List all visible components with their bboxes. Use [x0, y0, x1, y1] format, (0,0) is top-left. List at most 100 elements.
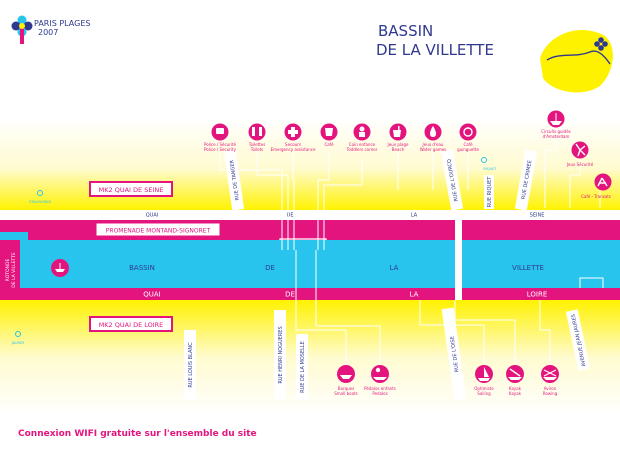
station-top-left-label: STALINGRAD — [29, 200, 51, 204]
service-label-1: Pédalos enfants — [364, 386, 396, 391]
service-guided-boat: Circuits guidés d'Amsterdam — [541, 110, 571, 139]
service-label-1: Toilettes — [248, 142, 266, 147]
quai-de-loire-road — [0, 288, 455, 300]
road-label-de-seine: DE — [286, 213, 293, 219]
mk2-loire-banner — [89, 316, 173, 332]
service-police: Police / Sécurité Police / Security — [204, 123, 237, 152]
service-baby: Coin enfance Toddlers corner — [346, 123, 378, 152]
service-label-1: Jeux plage — [387, 142, 409, 147]
quai-de-loire-road-right — [462, 288, 620, 300]
kayak-icon — [506, 365, 524, 383]
metro-icon — [37, 190, 43, 196]
quai-de-seine-labels: QUAI DE LA SEINE — [146, 213, 545, 219]
street-rue-louis-blanc: RUE LOUIS BLANC — [188, 342, 194, 388]
streets: RUE DE TANGER RUE DE L'OURCQ RUE DE CRIM… — [184, 149, 591, 401]
service-label-2: guinguette — [457, 147, 479, 152]
promenade-banner — [95, 222, 221, 237]
rowing-icon — [541, 365, 559, 383]
service-transats: Café - Transats — [581, 173, 612, 199]
top-connectors — [219, 152, 469, 250]
service-sailing: Optimiste Sailing — [474, 365, 494, 396]
service-label-1: Jeux d'eau — [422, 142, 444, 147]
service-label-2: Police / Security — [204, 147, 237, 152]
right-services: Circuits guidés d'Amsterdam Jeux Sécurit… — [541, 110, 612, 199]
service-cafe: Café — [320, 123, 338, 147]
street-rue-riquet: RUE RIQUET — [487, 176, 493, 208]
service-water: Jeux d'eau Water games — [420, 123, 447, 152]
promenade-banner-text: PROMENADE MONTAND-SIGNORET — [106, 228, 211, 235]
logo: PARIS PLAGES 2007 — [11, 15, 90, 44]
road-label-quai-loire: QUAI — [143, 291, 161, 299]
service-label-1: Café - Transats — [581, 194, 611, 199]
service-windmill: Jeux Sécurité — [566, 141, 594, 167]
rotonde-label-line1: ROTONDE — [5, 259, 11, 282]
logo-line2: 2007 — [38, 28, 58, 37]
service-label-1: Jeux Sécurité — [566, 162, 594, 167]
metro-icon — [481, 157, 487, 163]
service-label-1: Optimiste — [474, 386, 494, 391]
road-label-loire: LOIRE — [527, 291, 548, 299]
quai-de-loire-labels: QUAI DE LA LOIRE — [143, 291, 547, 299]
street-rue-de-la-moselle: RUE DE LA MOSELLE — [300, 341, 306, 393]
service-label-2: Toilets — [250, 147, 264, 152]
flower-logo-icon — [11, 15, 33, 44]
service-label-1: Café — [463, 142, 473, 147]
service-cafe-games: Café guinguette — [457, 123, 479, 152]
basin-word-3: LA — [390, 264, 399, 272]
street-rue-de-tanger: RUE DE TANGER — [229, 159, 241, 201]
location-flower-icon — [594, 37, 608, 51]
logo-line1: PARIS PLAGES — [34, 19, 90, 28]
rotonde-label-line2: DE LA VILLETTE — [11, 252, 17, 288]
road-label-quai-seine: QUAI — [146, 213, 159, 219]
service-label-2: Pedalos — [372, 391, 387, 396]
rotonde-band — [0, 240, 20, 300]
basin-word-1: BASSIN — [129, 264, 155, 272]
basin-word-2: DE — [265, 264, 275, 272]
service-toilets: Toilettes Toilets — [248, 123, 266, 152]
service-label-2: Beach — [392, 147, 405, 152]
bottom-services: Barques Small boats Pédalos enfants Peda… — [334, 365, 559, 396]
title-line1: BASSIN — [378, 22, 433, 40]
station-bottom-left-label: JAURES — [11, 341, 26, 345]
service-label-1: Barques — [338, 386, 354, 391]
top-services: Police / Sécurité Police / Security Toil… — [204, 123, 479, 152]
service-label-2: Kayak — [509, 391, 522, 396]
road-label-de-loire: DE — [285, 291, 295, 299]
quai-de-seine-road — [0, 210, 620, 220]
service-first-aid: Secours Emergency assistance — [271, 123, 316, 152]
title-line2: DE LA VILLETTE — [376, 41, 494, 59]
service-label-1: Coin enfance — [349, 142, 376, 147]
service-beach-games: Jeux plage Beach — [387, 123, 409, 152]
service-label-1: Circuits guidés — [541, 129, 571, 134]
basin-water — [0, 232, 455, 300]
service-kayak: Kayak Kayak — [506, 365, 524, 396]
service-label-2: Sailing — [477, 391, 491, 396]
service-label-2: d'Amsterdam — [543, 134, 570, 139]
mk2-seine-text: MK2 QUAI DE SEINE — [99, 186, 164, 194]
service-rowing: Aviron Rowing — [541, 365, 559, 396]
service-label-2: Rowing — [543, 391, 558, 396]
road-label-la-loire: LA — [410, 291, 419, 299]
toilets-icon — [248, 123, 266, 141]
cafe-games-icon — [459, 123, 477, 141]
boat-icon — [337, 365, 355, 383]
station-top-right-label: RIQUET — [483, 167, 497, 171]
boat-rental-icon — [51, 259, 69, 277]
station-top-left: STALINGRAD — [29, 190, 51, 204]
basin-word-4: VILLETTE — [512, 264, 544, 272]
service-label-1: Aviron — [544, 386, 557, 391]
basin-labels: BASSIN DE LA VILLETTE — [129, 264, 544, 272]
station-top-right: RIQUET — [481, 157, 497, 171]
pedal-boat-icon — [371, 365, 389, 383]
road-label-la-seine: LA — [411, 213, 418, 219]
basin-water-right — [462, 240, 620, 288]
service-label-1: Café — [324, 142, 334, 147]
service-label-1: Police / Sécurité — [204, 142, 237, 147]
paris-inset-map — [540, 30, 613, 93]
road-label-seine: SEINE — [530, 213, 545, 219]
service-label-2: Water games — [420, 147, 447, 152]
wifi-footer-text: Connexion WIFI gratuite sur l'ensemble d… — [18, 429, 257, 439]
chair-icon — [594, 173, 612, 191]
service-label-1: Secours — [285, 142, 301, 147]
